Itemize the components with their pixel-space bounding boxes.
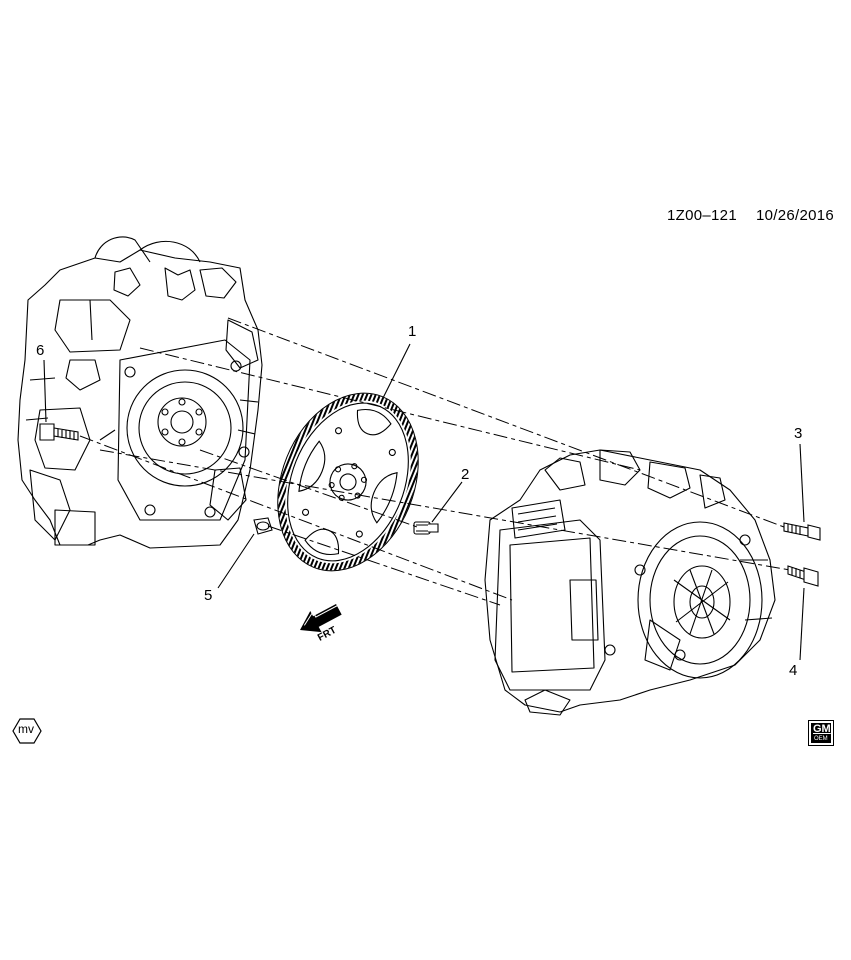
callout-leaders [43,343,805,661]
transmission-case [484,449,776,716]
gm-logo-text: GM [813,723,831,735]
bolt-6 [39,423,79,441]
gm-logo-subtext: OEM [814,736,828,742]
front-arrow [300,604,342,633]
callout-5: 5 [204,587,213,604]
callout-6: 6 [36,342,45,359]
bolt-4 [787,565,819,587]
reference-code: 1Z00–121 [667,207,737,224]
bolt-3 [783,522,821,541]
mv-badge-label: mv [18,722,34,736]
bolt-2 [413,521,439,535]
reference-date: 10/26/2016 [756,207,835,224]
alignment-lines [79,317,791,606]
callout-3: 3 [794,425,803,442]
engine-block [17,236,263,549]
callout-2: 2 [461,466,470,483]
callout-4: 4 [789,662,798,679]
flywheel [277,392,419,572]
callout-1: 1 [408,323,417,340]
gm-logo: GM OEM [808,720,834,746]
mv-badge-icon [12,718,42,744]
